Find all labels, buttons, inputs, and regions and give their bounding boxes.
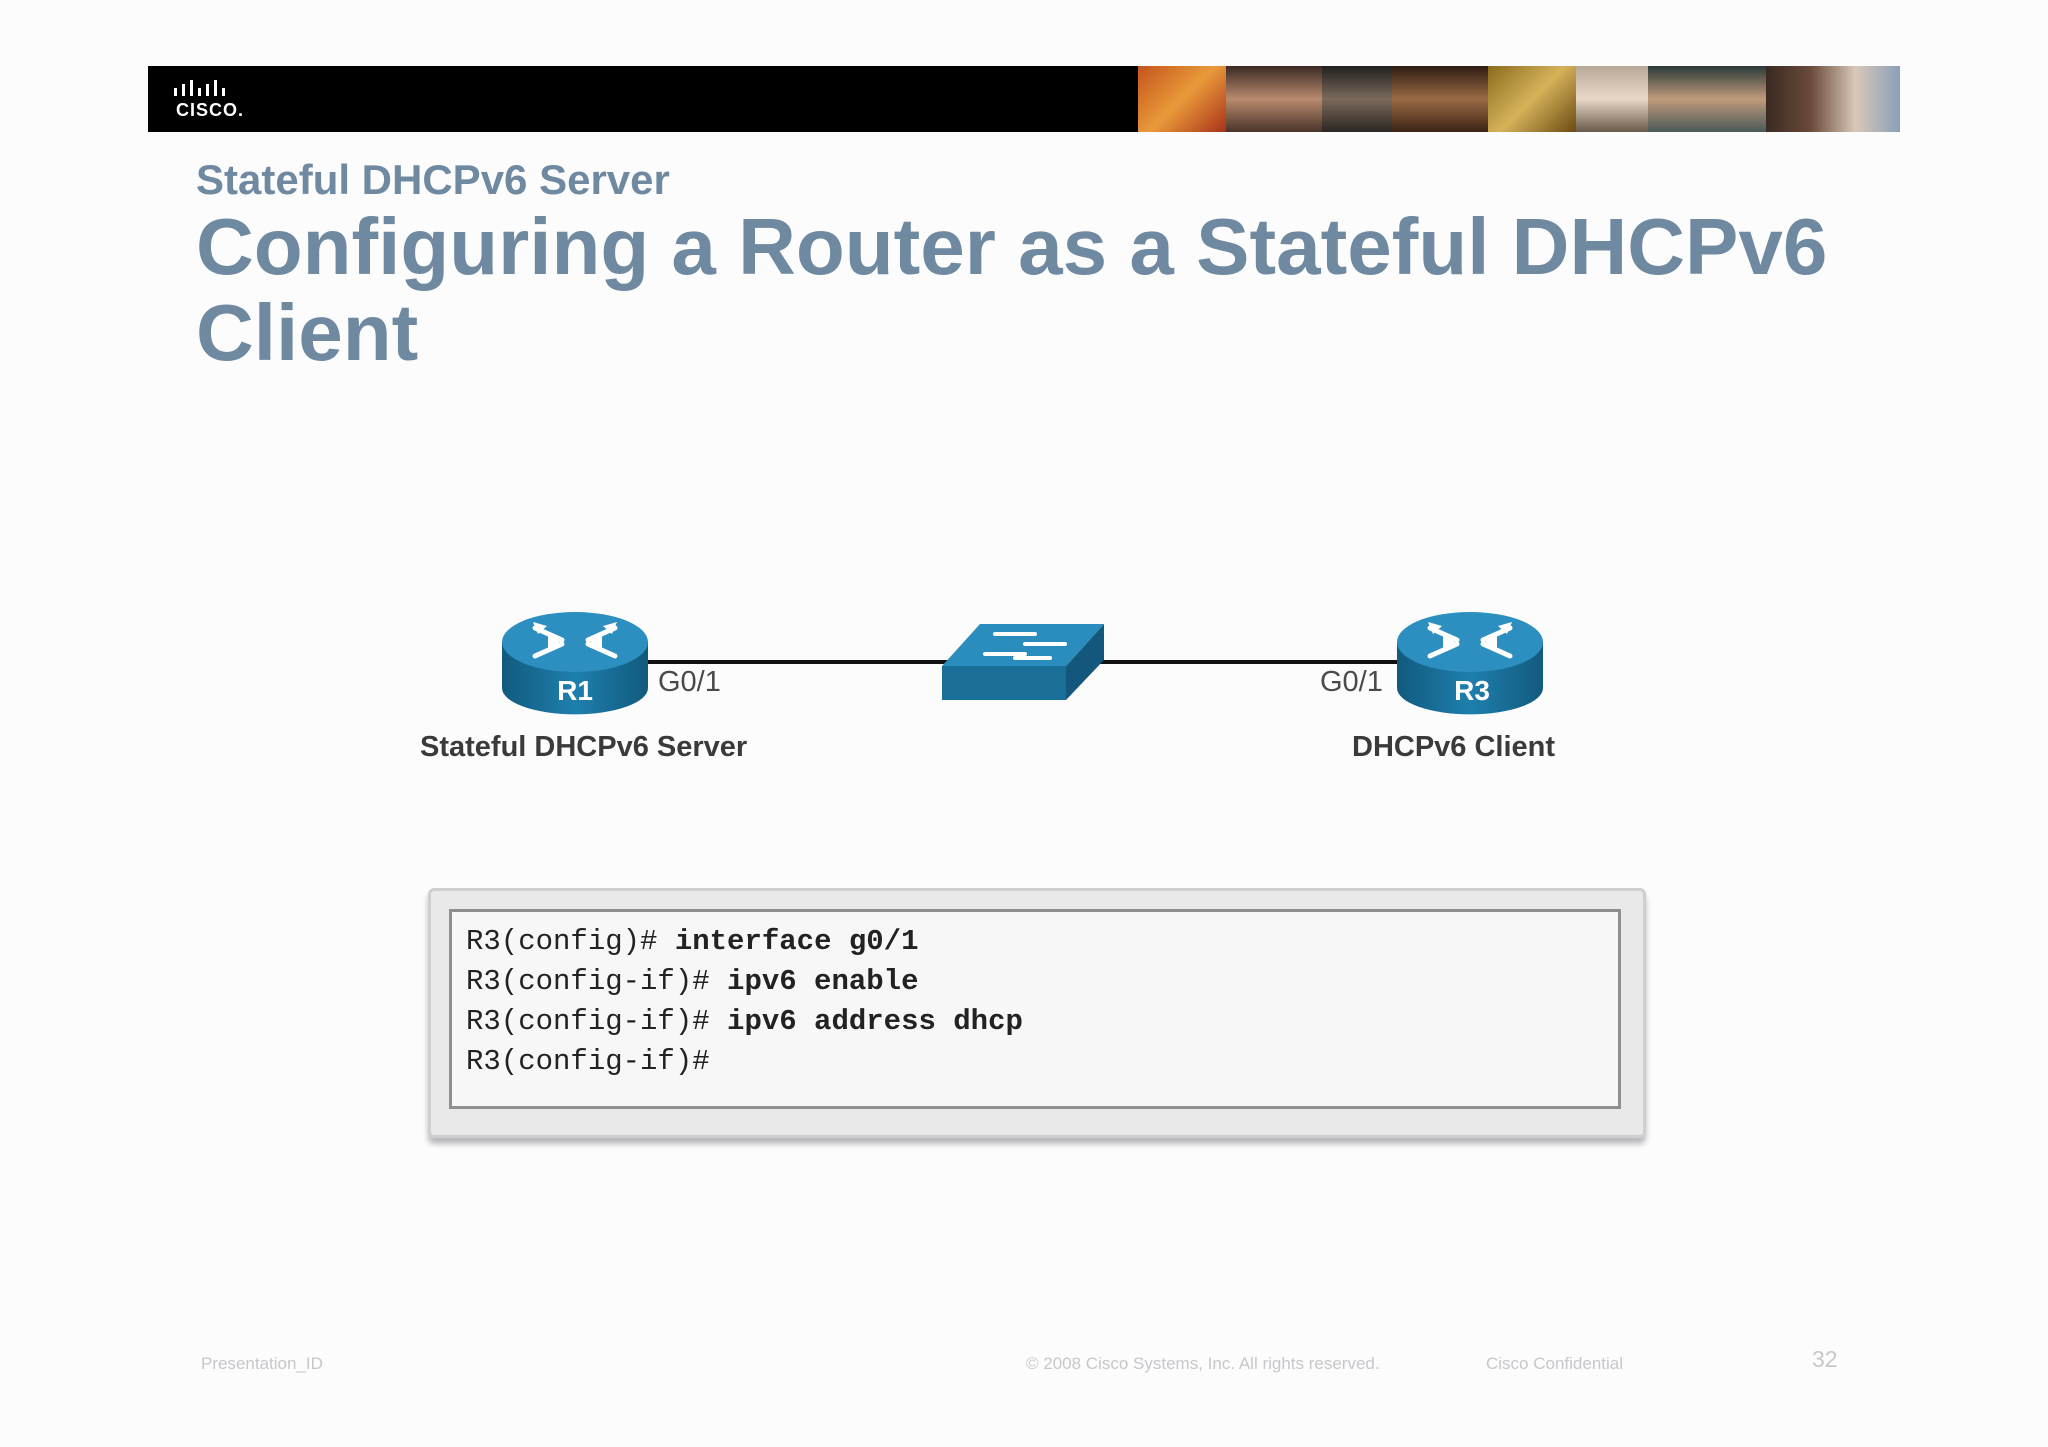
cli-prompt: R3(config)# [466,925,675,958]
slide-subtitle: Stateful DHCPv6 Server [196,156,670,203]
footer-confidential: Cisco Confidential [1486,1354,1624,1373]
cli-prompt: R3(config-if)# [466,1045,710,1078]
cli-line: R3(config-if)# ipv6 address dhcp [466,1002,1604,1042]
slide-title: Configuring a Router as a Stateful DHCPv… [196,202,1828,377]
header-banner: CISCO. [148,66,1900,132]
logo-text: CISCO. [176,100,245,120]
cli-prompt: R3(config-if)# [466,1005,728,1038]
router-r1-icon: R1 [502,612,648,715]
cli-line: R3(config-if)# [466,1042,1604,1082]
cisco-logo: CISCO. [172,78,252,122]
cli-output-panel: R3(config)# interface g0/1 R3(config-if)… [428,888,1646,1138]
r1-interface-label: G0/1 [658,666,721,698]
router-r1-name: R1 [557,675,593,706]
footer-presentation-id: Presentation_ID [201,1354,323,1373]
router-r3-icon: R3 [1397,612,1543,715]
page-number: 32 [1812,1346,1838,1372]
router-r3-name: R3 [1454,675,1490,706]
cli-command: ipv6 enable [727,965,919,998]
footer-copyright: © 2008 Cisco Systems, Inc. All rights re… [1026,1354,1380,1373]
cli-line: R3(config-if)# ipv6 enable [466,962,1604,1002]
cli-command: ipv6 address dhcp [727,1005,1023,1038]
cli-output-box: R3(config)# interface g0/1 R3(config-if)… [449,909,1621,1109]
r1-role-label: Stateful DHCPv6 Server [420,731,748,763]
r3-role-label: DHCPv6 Client [1352,731,1556,763]
cli-command: interface g0/1 [674,925,919,958]
cli-line: R3(config)# interface g0/1 [466,922,1604,962]
cli-prompt: R3(config-if)# [466,965,728,998]
switch-icon [942,624,1104,700]
r3-interface-label: G0/1 [1320,666,1383,698]
cisco-bars-icon [174,80,225,96]
photo-strip [1138,66,1900,132]
